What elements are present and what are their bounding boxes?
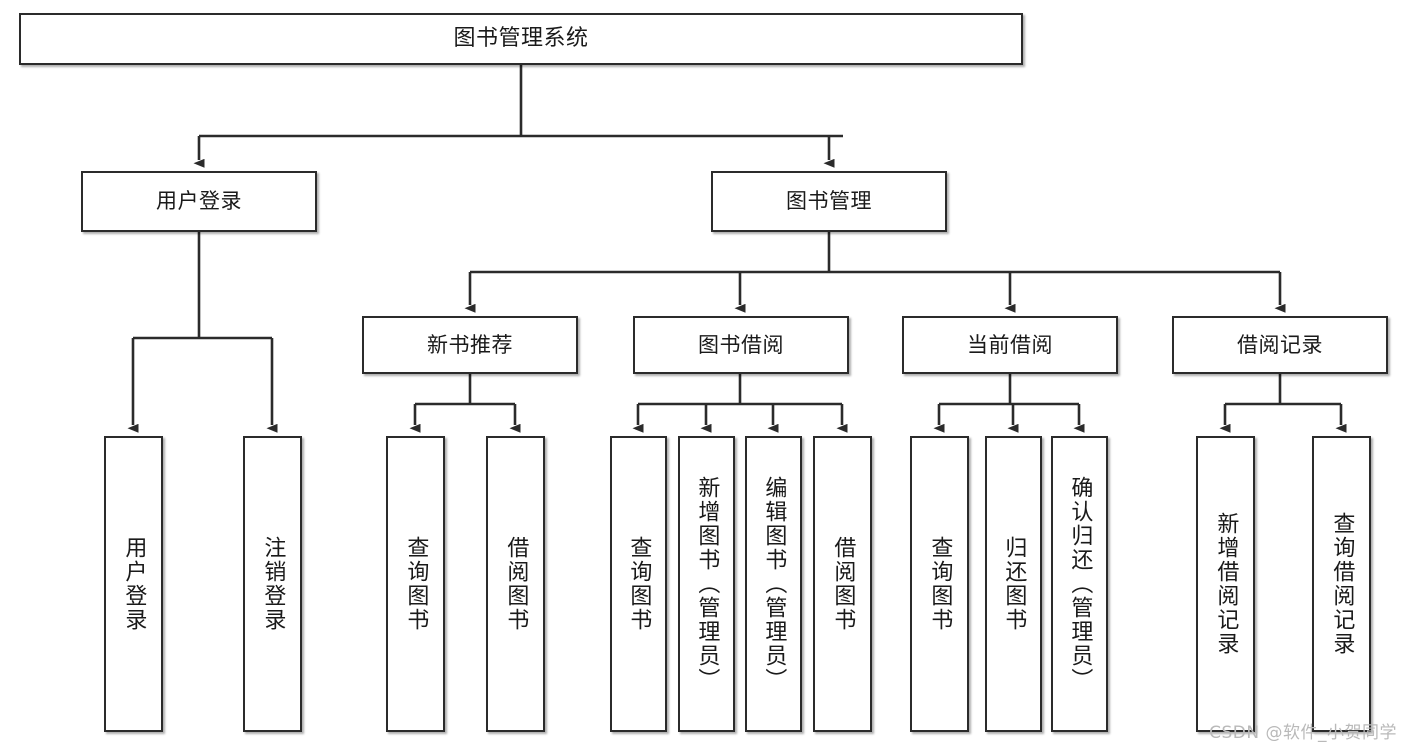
node-label: 用户登录	[156, 189, 242, 214]
node-leaf-add-book-admin[interactable]: 新增图书（管理员）	[678, 436, 735, 732]
node-book-borrow[interactable]: 图书借阅	[633, 316, 849, 374]
node-label: 编辑图书（管理员）	[761, 476, 787, 692]
node-label: 确认归还（管理员）	[1067, 476, 1093, 692]
node-label: 归还图书	[1001, 536, 1027, 632]
node-root[interactable]: 图书管理系统	[19, 13, 1023, 65]
node-label: 查询借阅记录	[1329, 512, 1355, 656]
node-borrow-record[interactable]: 借阅记录	[1172, 316, 1388, 374]
node-label: 借阅图书	[503, 536, 529, 632]
node-label: 当前借阅	[967, 332, 1053, 357]
node-leaf-query-book-cur[interactable]: 查询图书	[910, 436, 969, 732]
node-label: 注销登录	[260, 536, 286, 632]
node-leaf-edit-book-admin[interactable]: 编辑图书（管理员）	[745, 436, 802, 732]
node-label: 图书借阅	[698, 332, 784, 357]
node-label: 用户登录	[121, 536, 147, 632]
node-leaf-borrow-book-rec[interactable]: 借阅图书	[486, 436, 545, 732]
node-label: 借阅图书	[830, 536, 856, 632]
node-label: 查询图书	[927, 536, 953, 632]
node-leaf-user-login[interactable]: 用户登录	[104, 436, 163, 732]
node-leaf-return-book[interactable]: 归还图书	[985, 436, 1042, 732]
node-leaf-confirm-return-admin[interactable]: 确认归还（管理员）	[1051, 436, 1108, 732]
node-label: 图书管理	[786, 189, 872, 214]
node-new-book-recommend[interactable]: 新书推荐	[362, 316, 578, 374]
node-label: 借阅记录	[1237, 332, 1323, 357]
node-leaf-add-borrow-record[interactable]: 新增借阅记录	[1196, 436, 1255, 732]
node-user-login[interactable]: 用户登录	[81, 171, 317, 232]
node-leaf-query-book-borrow[interactable]: 查询图书	[610, 436, 667, 732]
node-label: 新增图书（管理员）	[694, 476, 720, 692]
node-current-borrow[interactable]: 当前借阅	[902, 316, 1118, 374]
node-leaf-query-book-rec[interactable]: 查询图书	[386, 436, 445, 732]
node-leaf-query-borrow-record[interactable]: 查询借阅记录	[1312, 436, 1371, 732]
node-label: 查询图书	[403, 536, 429, 632]
node-leaf-borrow-book[interactable]: 借阅图书	[813, 436, 872, 732]
node-book-manage[interactable]: 图书管理	[711, 171, 947, 232]
csdn-watermark: CSDN @软件_小贺同学	[1209, 723, 1397, 743]
node-label: 图书管理系统	[453, 26, 589, 52]
node-leaf-logout-login[interactable]: 注销登录	[243, 436, 302, 732]
node-label: 新增借阅记录	[1213, 512, 1239, 656]
node-label: 查询图书	[626, 536, 652, 632]
node-label: 新书推荐	[427, 332, 513, 357]
